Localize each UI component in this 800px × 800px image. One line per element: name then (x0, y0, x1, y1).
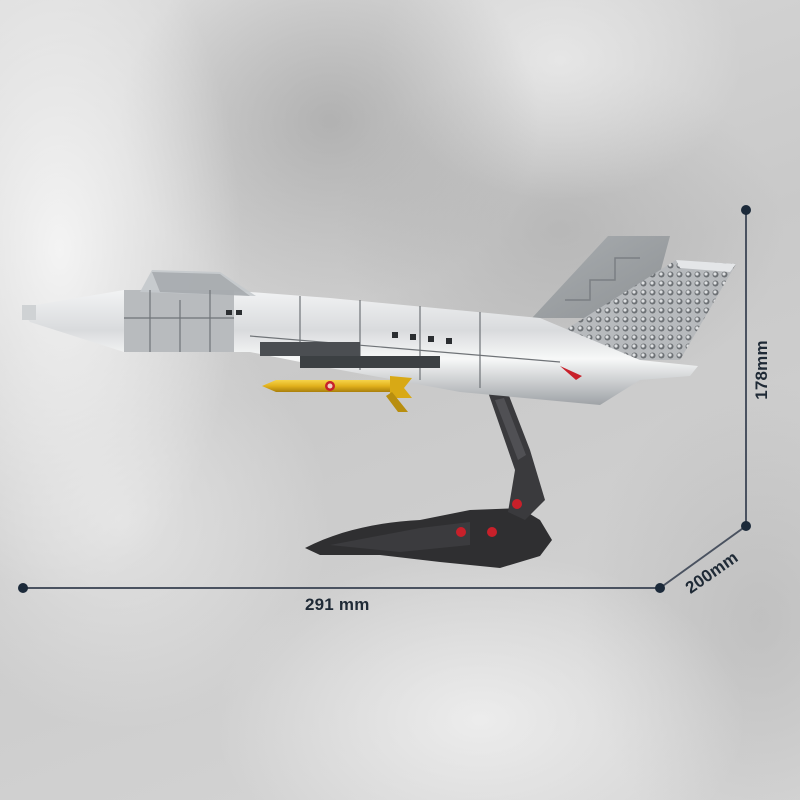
depth-dimension-line (659, 525, 747, 589)
height-bottom-dot (741, 521, 751, 531)
width-start-dot (18, 583, 28, 593)
width-label: 291 mm (305, 595, 370, 614)
height-label: 178mm (752, 340, 771, 400)
corner-dot (655, 583, 665, 593)
yellow-missile (262, 376, 412, 412)
dimension-lines (18, 205, 751, 593)
jet-fuselage (22, 270, 698, 405)
display-stand (305, 388, 552, 568)
height-top-dot (741, 205, 751, 215)
jet-tail (532, 236, 736, 360)
